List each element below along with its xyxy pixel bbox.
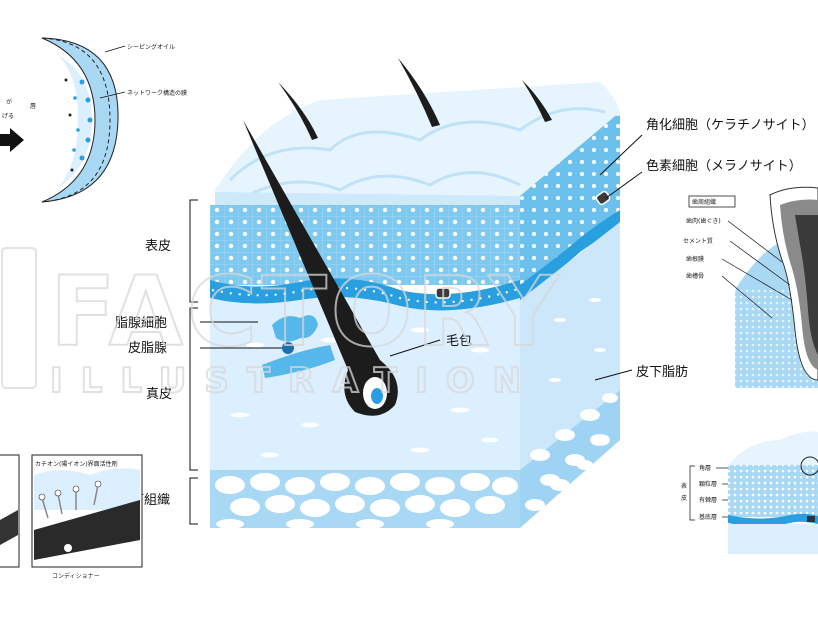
- label-epidermis: 表皮: [145, 239, 171, 254]
- basal-layer-side: [520, 210, 620, 300]
- surface-hairs: [278, 58, 552, 140]
- dermis-side-fibers: [549, 298, 606, 382]
- label-partial-a: が: [6, 98, 12, 106]
- label-cementum: セメント質: [683, 237, 713, 245]
- label-melanocyte: 色素細胞（メラノサイト）: [646, 158, 802, 174]
- arrow-right-icon: [0, 128, 24, 152]
- tooth-diagram: 歯周組織 歯肉(歯ぐき) セメント質 歯根膜 歯槽骨: [683, 186, 818, 388]
- tooth-title: 歯周組織: [692, 198, 716, 206]
- label-gum: 歯肉(歯ぐき): [686, 217, 721, 225]
- skin-top-surface: [215, 82, 620, 205]
- basal-layer-front: [210, 278, 520, 311]
- label-hair-follicle: 毛包: [446, 334, 472, 349]
- label-stratum-corneum: 角層: [699, 464, 711, 472]
- tooth-pulp: [795, 215, 818, 355]
- top-surface-ridges: [228, 107, 606, 202]
- label-conditioner: コンディショナー: [52, 572, 100, 580]
- label-stratum-granulosum: 顆粒層: [699, 480, 717, 488]
- label-alveolar-bone: 歯槽骨: [686, 272, 704, 280]
- epidermis-side: [520, 112, 620, 300]
- stratum-corneum-top: [215, 192, 520, 208]
- fat-cells-side: [525, 393, 618, 511]
- leader-lines: [189, 134, 643, 525]
- label-sebaceous-gland: 皮脂腺: [128, 341, 167, 356]
- label-shaving-oil: シーピングオイル: [127, 43, 175, 51]
- label-small-epidermis-1: 表: [681, 482, 687, 490]
- epidermis-front: [210, 205, 520, 285]
- label-keratinocyte: 角化細胞（ケラチノサイト）: [646, 118, 815, 133]
- label-small-epidermis-2: 皮: [681, 494, 687, 502]
- label-ligament: 歯根膜: [686, 255, 704, 263]
- fat-cells-front: [215, 473, 518, 529]
- hair-strand: [243, 120, 398, 416]
- lip-diagram: シーピングオイル ネットワーク構造の膜 唇 が げる: [0, 37, 187, 203]
- watermark: FACTORY ILLUSTRATION: [1, 247, 563, 402]
- label-surfactant: カチオン(陽イオン)界面活性剤: [35, 460, 118, 468]
- hair-conditioner-diagram: カチオン(陽イオン)界面活性剤 コンディショナー: [0, 454, 143, 580]
- watermark-line2: ILLUSTRATION: [50, 361, 539, 401]
- label-stratum-spinosum: 有棘層: [699, 496, 717, 504]
- melanocyte-side: [595, 190, 611, 206]
- label-subcutaneous-fat: 皮下脂肪: [636, 364, 688, 380]
- dermis-fibers: [231, 327, 499, 458]
- skin-layers-diagram: 角層 顆粒層 有棘層 基底層 表 皮: [681, 431, 818, 554]
- sebaceous-gland: [262, 315, 335, 378]
- label-stratum-basale: 基底層: [699, 513, 717, 521]
- watermark-line1: FACTORY: [50, 256, 563, 368]
- label-sebaceous-cell: 脂腺細胞: [115, 316, 167, 331]
- label-dermis: 真皮: [146, 387, 172, 402]
- dermis-side: [520, 222, 620, 470]
- label-network-membrane: ネットワーク構造の膜: [127, 89, 187, 97]
- label-lip: 唇: [30, 103, 36, 110]
- melanocyte-front: [435, 287, 451, 299]
- label-partial-b: げる: [2, 112, 14, 120]
